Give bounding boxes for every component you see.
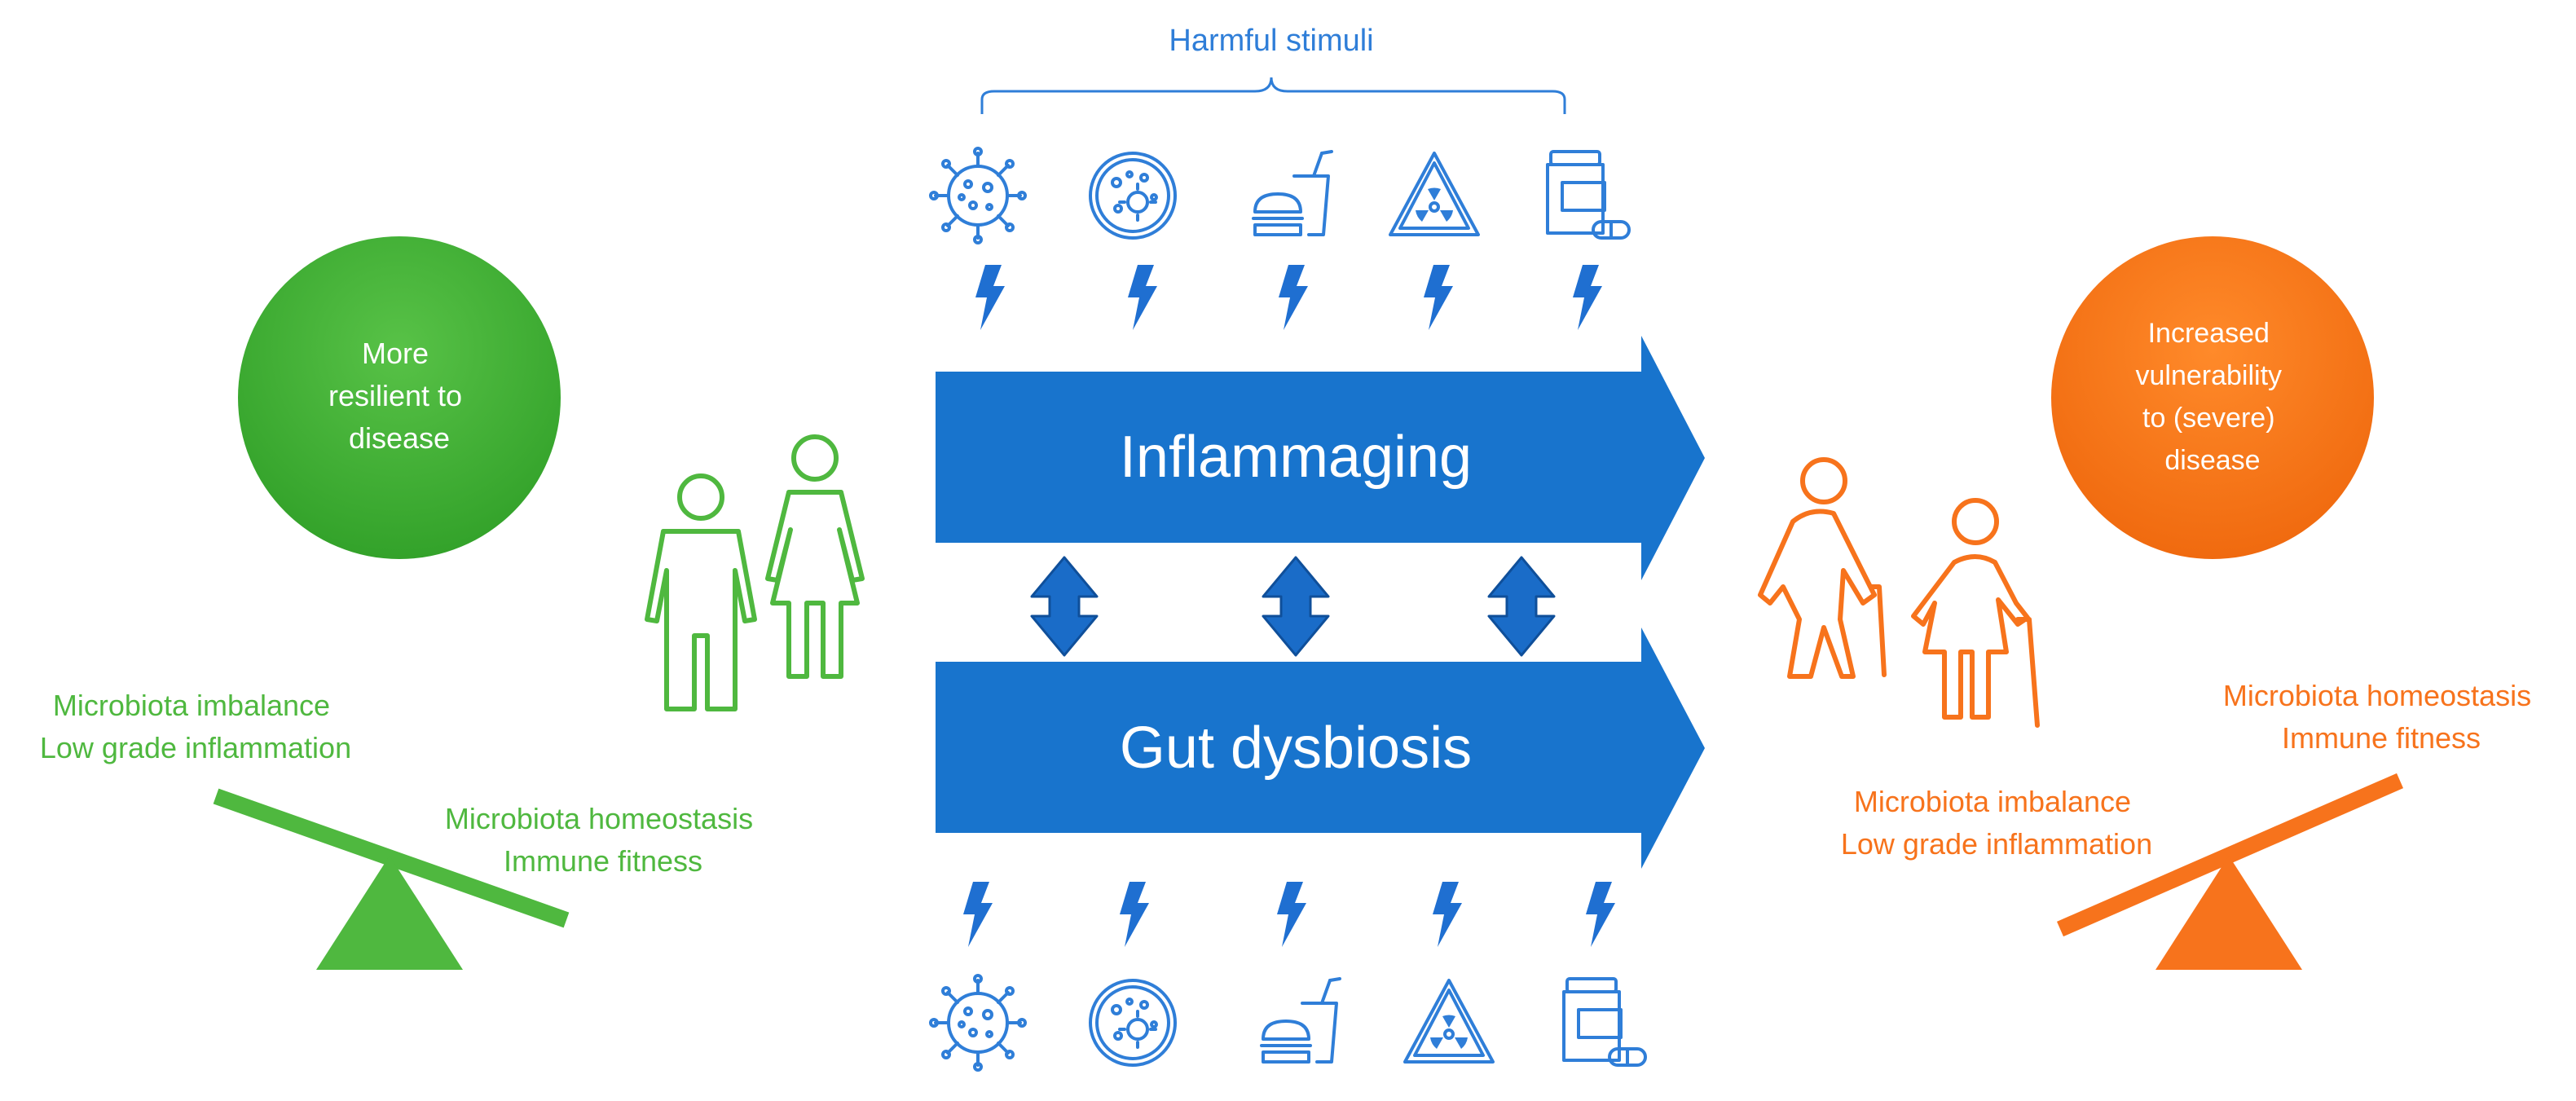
gut-dysbiosis-arrow: Gut dysbiosis (936, 628, 1705, 869)
gut-dysbiosis-label: Gut dysbiosis (1120, 716, 1472, 781)
junk-food-icon (1260, 977, 1341, 1064)
virus-icon (929, 147, 1027, 244)
lightning-icon (1128, 265, 1157, 330)
elderly-people-icon (1758, 457, 2040, 728)
lightning-icon (1433, 882, 1462, 947)
right-light-label: Microbiota imbalance Low grade inflammat… (1841, 785, 2152, 861)
bidirectional-arrows (1030, 556, 1556, 657)
junk-food-icon (1252, 150, 1333, 236)
resilient-circle (238, 236, 561, 559)
petri-dish-icon (1089, 979, 1177, 1067)
lightning-icon (1279, 265, 1308, 330)
lightning-icon (975, 265, 1005, 330)
medication-icon (1546, 150, 1631, 240)
young-adults-icon (645, 434, 865, 711)
petri-dish-icon (1089, 152, 1177, 240)
vulnerability-circle (2051, 236, 2374, 559)
resilient-text: More resilient to disease (328, 337, 470, 455)
lightning-icon (1586, 882, 1615, 947)
right-heavy-label: Microbiota homeostasis Immune fitness (2223, 679, 2539, 755)
lightning-icon (1573, 265, 1602, 330)
stimuli-bracket (980, 77, 1566, 114)
double-arrow-icon (1262, 556, 1330, 657)
left-heavy-label: Microbiota imbalance Low grade inflammat… (40, 689, 351, 764)
lightning-icon (1424, 265, 1453, 330)
inflammaging-arrow: Inflammaging (936, 336, 1705, 580)
lightning-icon (1277, 882, 1306, 947)
bottom-icon-row (929, 974, 1647, 1072)
radiation-icon (1403, 979, 1495, 1064)
double-arrow-icon (1487, 556, 1556, 657)
double-arrow-icon (1030, 556, 1099, 657)
top-icon-row (929, 147, 1631, 244)
lightning-icon (1120, 882, 1149, 947)
radiation-icon (1389, 152, 1480, 236)
left-seesaw (213, 788, 570, 970)
bottom-bolt-row (963, 882, 1615, 947)
harmful-stimuli-label: Harmful stimuli (1169, 24, 1373, 58)
vulnerability-text: Increased vulnerability to (severe) dise… (2136, 318, 2290, 476)
top-bolt-row (975, 265, 1602, 330)
virus-icon (929, 974, 1027, 1072)
left-light-label: Microbiota homeostasis Immune fitness (445, 802, 761, 878)
inflammaging-label: Inflammaging (1120, 425, 1472, 490)
medication-icon (1562, 977, 1647, 1067)
lightning-icon (963, 882, 993, 947)
right-seesaw (2056, 773, 2404, 970)
